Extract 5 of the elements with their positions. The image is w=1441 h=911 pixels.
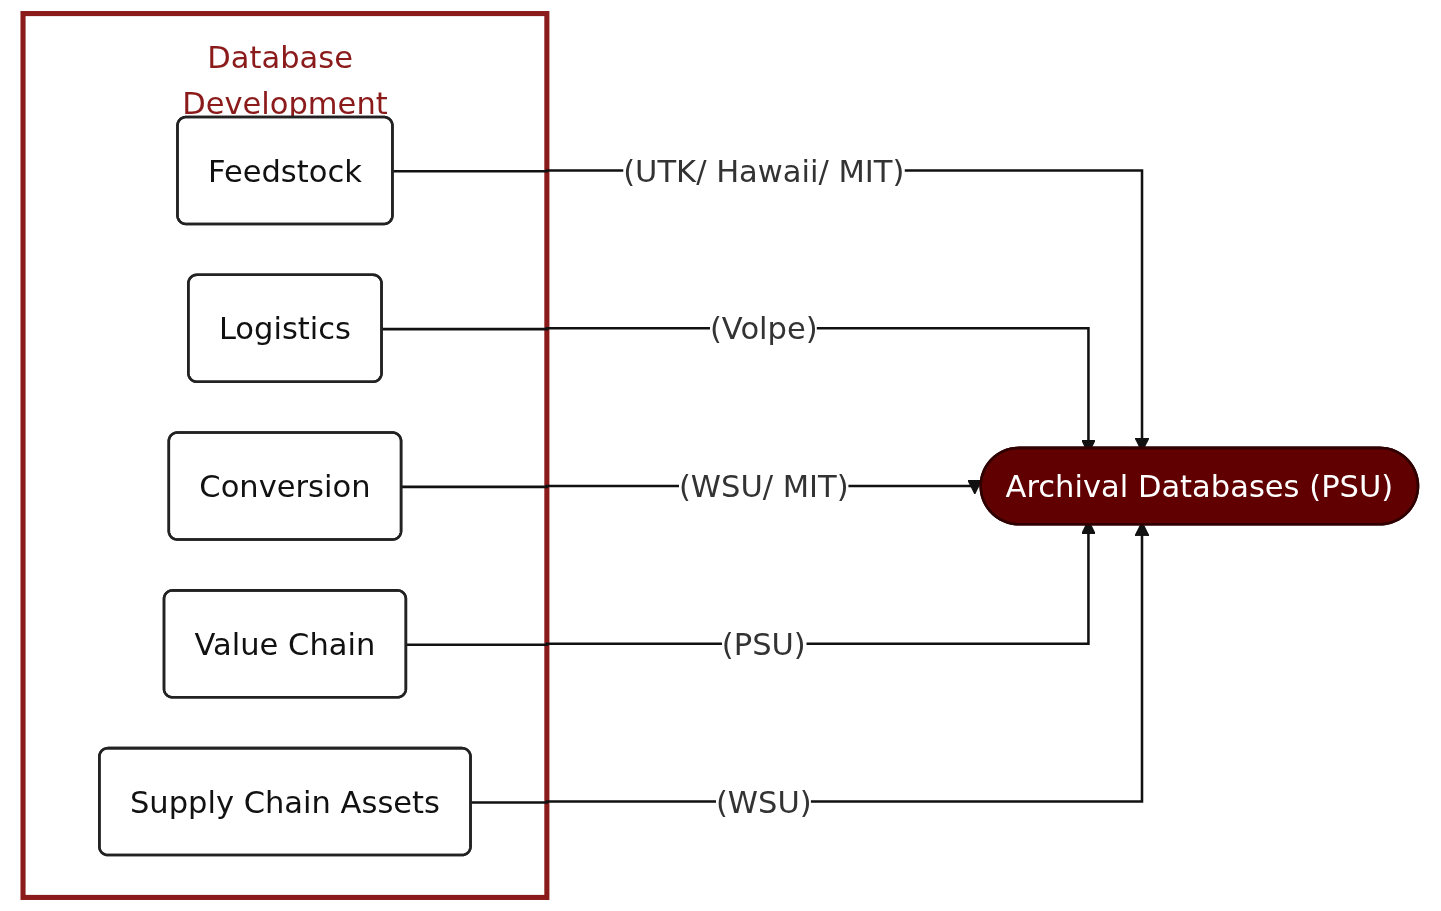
edge-label: (PSU) (721, 625, 806, 662)
edge-label: (WSU/ MIT) (678, 468, 849, 504)
edge-label: (WSU) (715, 783, 812, 820)
edge-label: (Volpe) (709, 310, 818, 347)
edge-label: (UTK/ Hawaii/ MIT) (623, 152, 905, 189)
